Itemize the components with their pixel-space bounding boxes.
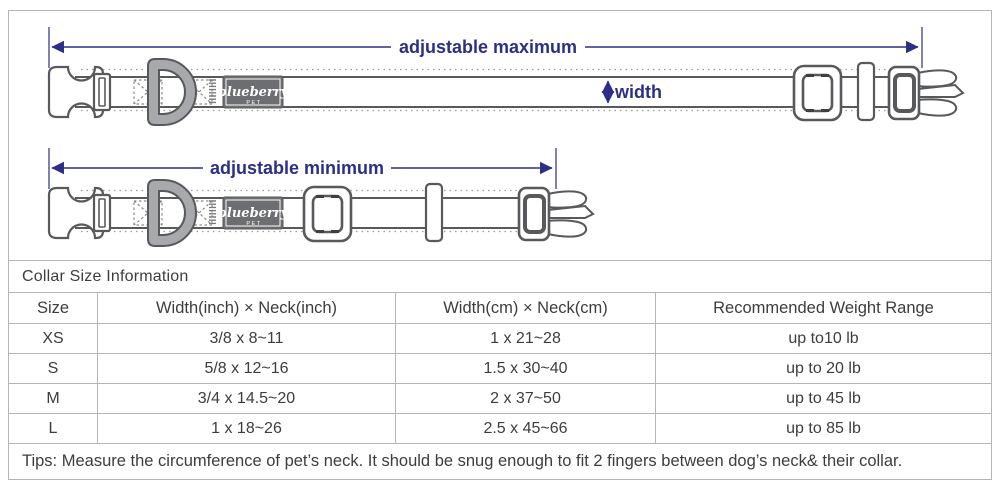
brand-name: blueberry <box>218 206 290 221</box>
loop-keeper-icon <box>856 61 876 122</box>
cell-cm: 1.5 x 30~40 <box>396 354 656 383</box>
loop-keeper-icon <box>424 182 444 243</box>
table-row-s: S 5/8 x 12~16 1.5 x 30~40 up to 20 lb <box>9 354 991 384</box>
cell-size: XS <box>9 324 98 353</box>
cell-weight: up to 20 lb <box>786 359 861 377</box>
col-header-size: Size <box>9 293 98 323</box>
triglide-slider-icon <box>792 64 843 122</box>
cell-size: L <box>9 414 98 443</box>
table-row-xs: XS 3/8 x 8~11 1 x 21~28 up to10 lb <box>9 324 991 354</box>
col-header-width-neck-cm: Width(cm) × Neck(cm) <box>396 293 656 323</box>
cell-cm: 2.5 x 45~66 <box>396 414 656 443</box>
male-buckle-icon <box>887 65 965 121</box>
cell-cm: 1 x 21~28 <box>396 324 656 353</box>
cell-weight: up to10 lb <box>788 329 859 347</box>
female-buckle-icon <box>47 65 112 119</box>
col-header-width-neck-inch: Width(inch) × Neck(inch) <box>98 293 396 323</box>
table-title: Collar Size Information <box>9 261 991 293</box>
cell-inch: 5/8 x 12~16 <box>98 354 396 383</box>
dimension-label-bg <box>203 157 391 179</box>
cell-inch: 3/4 x 14.5~20 <box>98 384 396 413</box>
brand-name: blueberry <box>218 85 290 100</box>
table-header-row: Size Width(inch) × Neck(inch) Width(cm) … <box>9 293 991 324</box>
cell-inch: 3/8 x 8~11 <box>98 324 396 353</box>
male-buckle-icon <box>517 186 595 242</box>
measurement-tips: Tips: Measure the circumference of pet’s… <box>22 452 903 470</box>
collar-diagrams: blueberry PET adjustable maximum <box>9 11 991 261</box>
collar-max-strap <box>75 68 895 112</box>
collar-max-diagram: blueberry PET adjustable maximum <box>47 27 965 126</box>
brand-sub: PET <box>246 100 261 106</box>
width-label: width <box>614 82 662 102</box>
cell-cm: 2 x 37~50 <box>396 384 656 413</box>
cell-inch: 1 x 18~26 <box>98 414 396 443</box>
col-header-weight-range: Recommended Weight Range <box>713 298 934 317</box>
female-buckle-icon <box>47 186 112 240</box>
cell-weight: up to 45 lb <box>786 389 861 407</box>
collar-min-diagram: blueberry PET adjustable minimum <box>47 148 595 247</box>
brand-sub: PET <box>246 221 261 227</box>
table-row-l: L 1 x 18~26 2.5 x 45~66 up to 85 lb <box>9 414 991 444</box>
table-row-m: M 3/4 x 14.5~20 2 x 37~50 up to 45 lb <box>9 384 991 414</box>
cell-size: S <box>9 354 98 383</box>
cell-weight: up to 85 lb <box>786 419 861 437</box>
adjustable-maximum-label: adjustable maximum <box>399 37 577 57</box>
info-panel: blueberry PET adjustable maximum <box>8 10 992 480</box>
collar-diagram-svg: blueberry PET adjustable maximum <box>47 27 965 247</box>
triglide-slider-icon <box>302 185 353 243</box>
dimension-label-bg <box>391 36 585 58</box>
cell-size: M <box>9 384 98 413</box>
adjustable-minimum-label: adjustable minimum <box>210 158 384 178</box>
